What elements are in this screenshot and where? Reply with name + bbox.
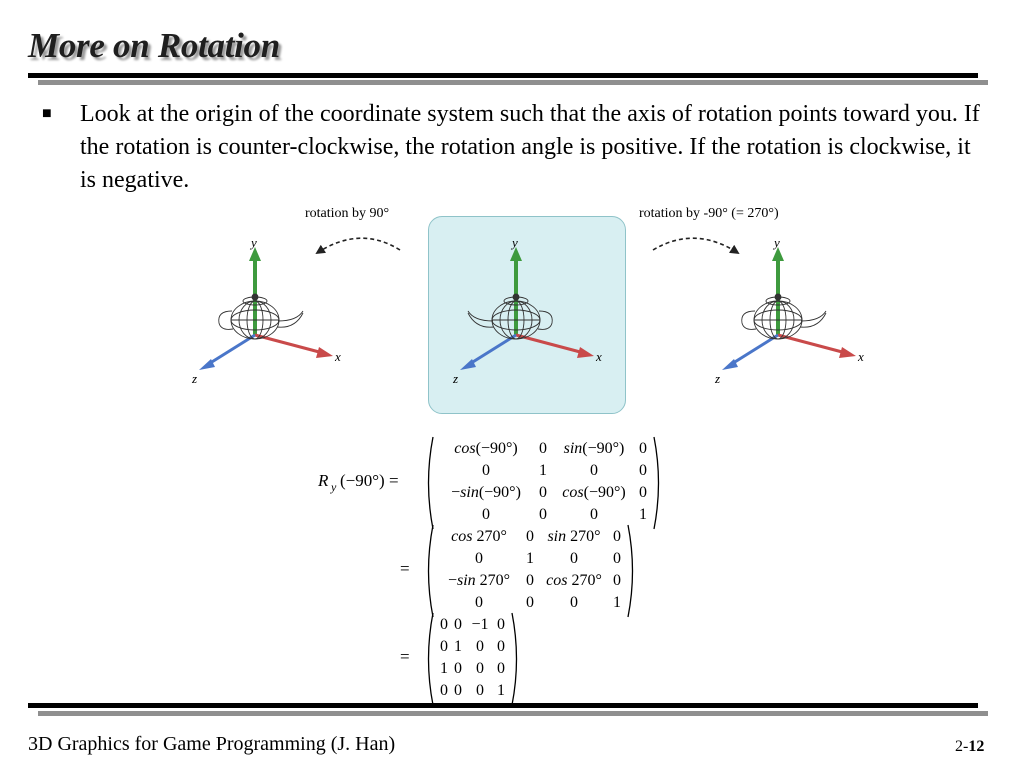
x-axis-label: x [334, 349, 341, 364]
matrix-cell: 0 [476, 682, 484, 699]
matrix-cell: 0 [639, 440, 647, 457]
footer-course-title: 3D Graphics for Game Programming (J. Han… [28, 733, 396, 755]
matrix-cell: 0 [613, 550, 621, 567]
equals-sign-2: = [400, 559, 410, 578]
x-axis-label: x [857, 349, 864, 364]
matrix-cell: 0 [590, 462, 598, 479]
y-axis-label: y [772, 235, 780, 250]
matrix-cell: 0 [526, 572, 534, 589]
z-axis-label: z [191, 371, 197, 386]
matrix-cell: 0 [526, 594, 534, 611]
matrix-cell: 0 [497, 616, 505, 633]
matrix-cell: 1 [497, 682, 505, 699]
matrix-cell: sin 270° [547, 528, 600, 545]
right-curved-arrow [652, 237, 740, 255]
matrix-cell: −sin 270° [448, 572, 510, 589]
matrix-cell: cos 270° [546, 572, 602, 589]
matrix-cell: 1 [613, 594, 621, 611]
left-bracket [427, 612, 434, 706]
matrix-cell: sin(−90°) [564, 440, 625, 457]
matrix-cell: 1 [526, 550, 534, 567]
matrix-cell: 0 [497, 638, 505, 655]
matrix-cell: 1 [639, 506, 647, 523]
footer-rule [28, 703, 978, 708]
matrix-cell: 1 [454, 638, 462, 655]
coordinate-frame-left: y x z [191, 235, 341, 386]
matrix-cell: 0 [440, 638, 448, 655]
page-number: 2-12 [955, 738, 985, 755]
title-rule [28, 73, 978, 78]
left-bracket [427, 436, 434, 530]
matrix-cell: 0 [440, 682, 448, 699]
matrix-cell: 0 [526, 528, 534, 545]
matrix-cell: 0 [570, 550, 578, 567]
matrix-cell: 0 [497, 660, 505, 677]
equation-lhs-arg: (−90°) = [340, 471, 399, 490]
left-curved-arrow [315, 237, 401, 255]
bullet-item: ■ Look at the origin of the coordinate s… [40, 98, 990, 197]
matrix-cell: 1 [440, 660, 448, 677]
left-bracket [427, 524, 434, 618]
matrix-cell: −sin(−90°) [451, 484, 521, 501]
matrix-cell: 0 [476, 638, 484, 655]
equation-lhs-subscript: y [330, 480, 337, 494]
z-axis-label: z [714, 371, 720, 386]
center-highlight-box [428, 216, 626, 414]
matrix-cell: cos(−90°) [562, 484, 625, 501]
slide-title: More on Rotation [28, 26, 280, 65]
left-rotation-caption: rotation by 90° [305, 206, 390, 221]
equation-lhs: R [317, 471, 329, 490]
matrix-cell: cos 270° [451, 528, 507, 545]
matrix-cell: 0 [476, 660, 484, 677]
matrix-cell: 0 [482, 506, 490, 523]
matrix-cell: 0 [539, 506, 547, 523]
equals-sign-3: = [400, 647, 410, 666]
teapot-wireframe-right [741, 293, 827, 340]
matrix-cell: −1 [471, 616, 488, 633]
matrix-cell: 0 [613, 528, 621, 545]
bullet-text: Look at the origin of the coordinate sys… [80, 101, 980, 193]
matrix-1: cos(−90°) 0 sin(−90°) 0 0 1 0 0 −sin(−90°) 0 cos(−… [427, 436, 660, 530]
matrix-cell: 0 [639, 484, 647, 501]
right-bracket [627, 524, 634, 618]
footer-rule-shadow [38, 711, 988, 716]
matrix-cell: 1 [539, 462, 547, 479]
right-bracket [511, 612, 518, 706]
right-bracket [653, 436, 660, 530]
matrix-cell: 0 [454, 682, 462, 699]
matrix-cell: 0 [440, 616, 448, 633]
matrix-cell: 0 [539, 484, 547, 501]
matrix-cell: cos(−90°) [454, 440, 517, 457]
coordinate-frame-right: y x z [714, 235, 864, 386]
right-rotation-caption: rotation by -90° (= 270°) [639, 206, 779, 221]
matrix-2: cos 270° 0 sin 270° 0 0 1 0 0 −sin 270° 0 cos 270°… [427, 524, 634, 618]
teapot-wireframe-left [218, 293, 304, 340]
matrix-cell: 0 [475, 550, 483, 567]
matrix-cell: 0 [454, 616, 462, 633]
matrix-cell: 0 [590, 506, 598, 523]
square-bullet-icon: ■ [42, 105, 52, 122]
matrix-cell: 0 [639, 462, 647, 479]
matrix-cell: 0 [570, 594, 578, 611]
matrix-cell: 0 [454, 660, 462, 677]
y-axis-label: y [249, 235, 257, 250]
matrix-cell: 0 [482, 462, 490, 479]
matrix-cell: 0 [613, 572, 621, 589]
title-rule-shadow [38, 80, 988, 85]
matrix-cell: 0 [475, 594, 483, 611]
matrix-cell: 0 [539, 440, 547, 457]
